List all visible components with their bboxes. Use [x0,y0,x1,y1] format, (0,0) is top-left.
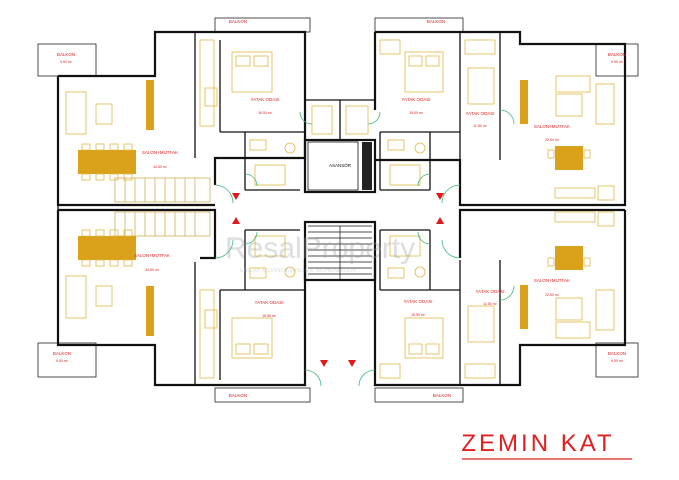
label-yatak-tl: YATAK ODASI [250,97,279,102]
plan-title: ZEMIN KAT [461,430,614,457]
stairs-core [308,225,372,280]
elevator-shaft [307,141,372,191]
counter-bottom-left [146,286,154,336]
counters [78,80,583,336]
arrow-main-entry-left [320,360,328,367]
label-salon-tl: SALON+MUTFAK [142,150,178,155]
label-balkon-top-l: BALKON [229,19,247,24]
label-balkon-top-r: BALKON [427,19,445,24]
label-yatak-br: YATAK ODASI [475,289,504,294]
interior-walls [57,32,501,385]
outer-walls [56,30,627,387]
label-yatak-bl: YATAK ODASI [254,300,283,305]
arrow-main-entry-right [348,360,356,367]
elevator-label: ASANSÖR [329,162,352,168]
balcony-bottom-mid-left [214,387,311,403]
dining-table-bottom-left [78,236,136,260]
dining-table-top-left [78,150,136,174]
area-yatak-tm: 15.50 m² [409,111,424,115]
label-balkon-bot-r: BALKON [433,393,451,398]
area-yatak-br: 11.50 m² [483,302,497,306]
label-salon-tr: SALON+MUTFAK [534,124,570,129]
area-salon-bl: 34.50 m² [145,268,160,272]
arrow-entry-right-top [436,193,444,200]
counter-bottom-right [520,285,528,329]
arrow-entry-left-bottom [232,217,240,224]
area-salon-tl: 34.50 m² [153,165,168,169]
area-yatak-tr: 11.50 m² [473,124,487,128]
arrow-entry-left-top [232,193,240,200]
balcony-bottom-mid-right [374,387,464,403]
label-yatak-tm: YATAK ODASI [401,97,430,102]
label-balkon-tr: BALKON [608,52,626,57]
counter-top-right [520,80,528,124]
label-salon-br: SALON+MUTFAK [534,278,570,283]
label-yatak-tr: YATAK ODASI [465,111,494,116]
balcony-bottom-left [37,342,97,378]
sofa-top-left [65,91,87,135]
dining-table-top-right [555,146,583,170]
area-yatak-bl: 15.50 m² [262,314,277,318]
balcony-top-mid-right [374,17,464,33]
entry-arrows [232,193,444,367]
sofa-top-right [555,75,591,93]
arrow-entry-right-bottom [436,217,444,224]
doors [214,109,515,387]
area-yatak-tl: 16.50 m² [258,111,273,115]
label-balkon-tl: BALKON [57,52,75,57]
stairs-left [114,177,211,237]
area-balkon-br: 9.50 m² [611,359,624,363]
furniture [65,39,615,379]
watermark-logo: ResalProperty [225,232,415,265]
area-balkon-tl: 9.50 m² [60,60,73,64]
label-balkon-bot-l: BALKON [229,393,247,398]
dining-table-bottom-right [555,246,583,270]
counter-top-left [146,80,154,130]
sofa-bottom-left [65,275,87,319]
area-yatak-bm: 15.50 m² [411,313,426,317]
area-salon-br: 22.50 m² [545,293,560,297]
bed-top-left [231,51,273,93]
label-balkon-br: BALKON [608,351,626,356]
label-salon-bl: SALON+MUTFAK [134,253,170,258]
bed-top-right [467,67,495,105]
area-balkon-bl: 9.50 m² [56,359,69,363]
bed-bottom-mid [404,317,444,359]
sofa-bottom-right [555,321,591,339]
bed-bottom-left [231,317,273,359]
balcony-bottom-right [595,342,639,378]
label-balkon-bl: BALKON [53,351,71,356]
watermark-tagline: EMLAK & DANISMANLIK & MUHENDISLIK [240,268,357,274]
area-balkon-tr: 9.50 m² [611,60,624,64]
area-salon-tr: 22.50 m² [545,138,560,142]
bed-top-mid [404,51,444,93]
label-yatak-bm: YATAK ODASI [403,299,432,304]
bed-bottom-right [467,305,495,343]
